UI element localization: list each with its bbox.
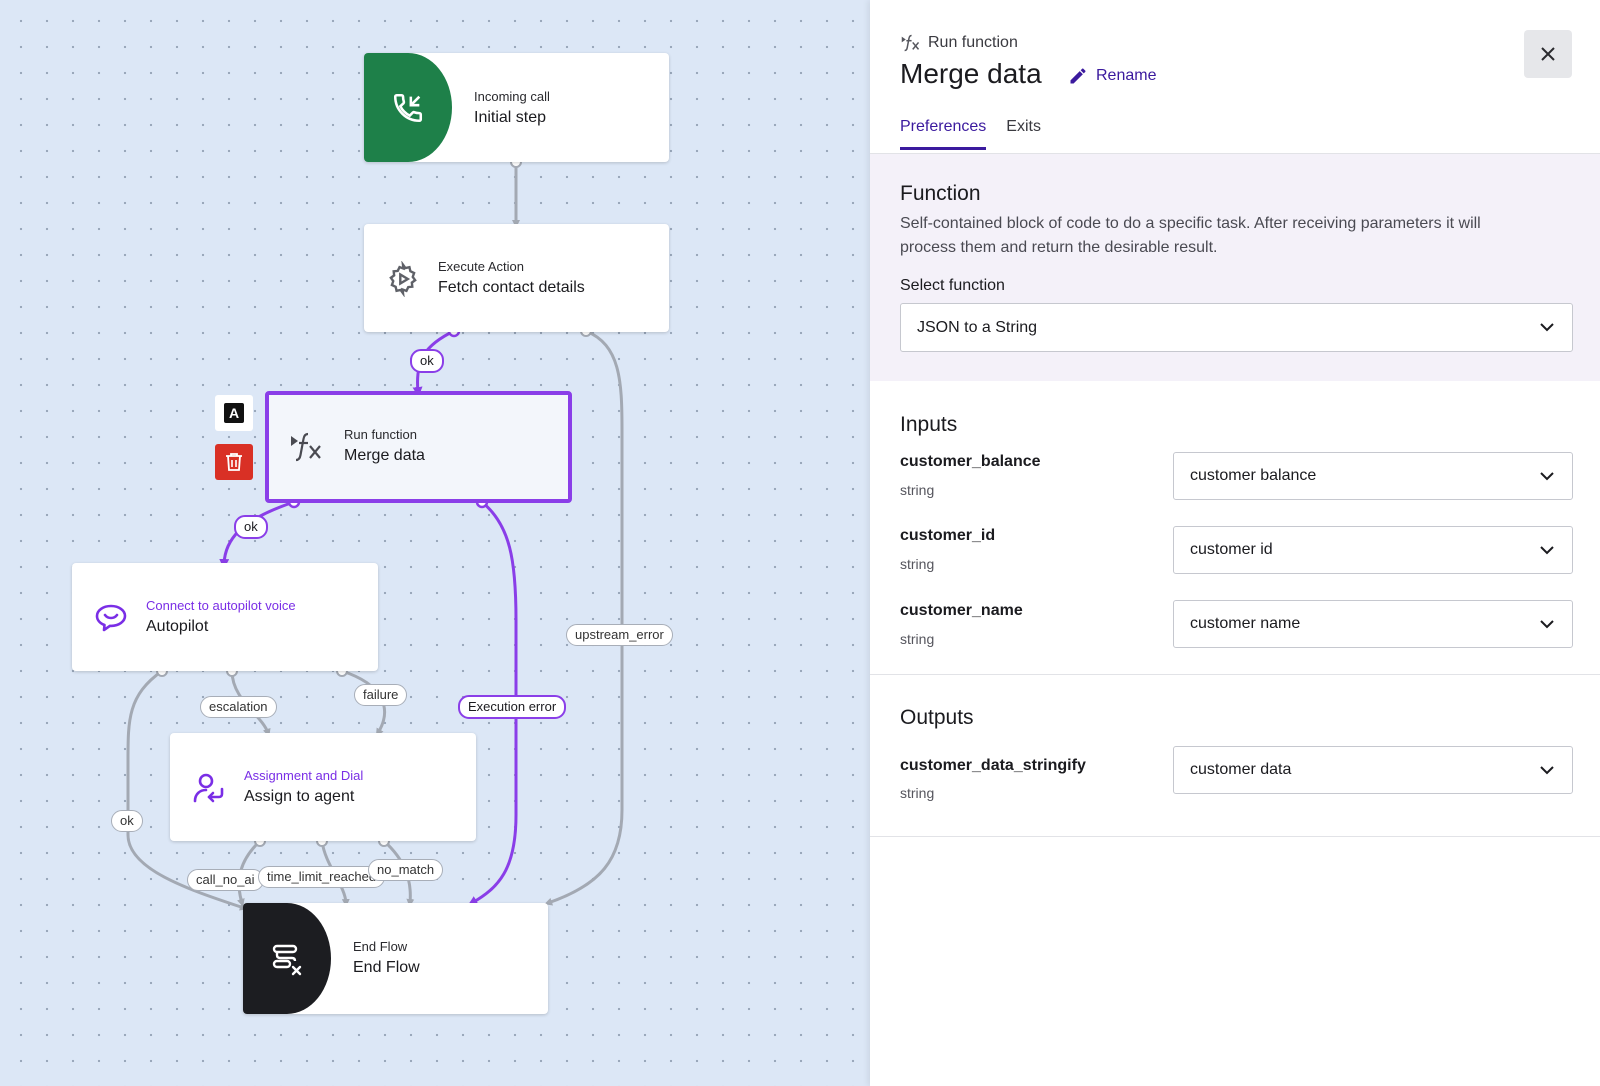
edge-upstream-error xyxy=(544,329,624,906)
input-name: customer_balance xyxy=(900,453,1041,470)
output-select-value: customer data xyxy=(1190,761,1292,778)
input-name: customer_name xyxy=(900,602,1023,619)
edge-execution-error xyxy=(467,500,518,906)
node-title: Assign to agent xyxy=(244,788,355,805)
section-divider xyxy=(870,836,1600,837)
rename-button[interactable]: Rename xyxy=(1068,66,1156,86)
node-type-label: Incoming call xyxy=(474,89,550,104)
node-start-cap xyxy=(364,53,452,162)
node-type-label: Run function xyxy=(344,427,417,442)
rename-label: Rename xyxy=(1096,67,1157,84)
autopilot-chat-icon xyxy=(92,599,130,637)
gear-play-icon xyxy=(384,260,422,298)
node-incoming-call[interactable]: Incoming call Initial step xyxy=(364,53,669,162)
node-title: Autopilot xyxy=(146,618,209,635)
output-select[interactable]: customer data xyxy=(1173,746,1573,794)
edge-label-ok[interactable]: ok xyxy=(111,810,143,832)
function-select-value: JSON to a String xyxy=(917,318,1038,336)
chevron-down-icon xyxy=(1540,619,1554,628)
function-heading: Function xyxy=(900,182,981,205)
node-badge-button[interactable]: A xyxy=(215,395,253,431)
pencil-icon xyxy=(1070,68,1086,84)
input-select[interactable]: customer name xyxy=(1173,600,1573,648)
function-fx-icon xyxy=(901,34,920,52)
edge-label-ok[interactable]: ok xyxy=(234,515,268,539)
node-type-label: Assignment and Dial xyxy=(244,768,364,783)
output-name: customer_data_stringify xyxy=(900,757,1086,774)
function-select[interactable]: JSON to a String xyxy=(900,303,1573,352)
outputs-heading: Outputs xyxy=(900,706,974,729)
input-select[interactable]: customer id xyxy=(1173,526,1573,574)
delete-node-button[interactable] xyxy=(215,444,253,480)
edge-label-time-limit[interactable]: time_limit_reached xyxy=(258,866,386,888)
output-type: string xyxy=(900,785,935,801)
edge-label-call-no-answer[interactable]: call_no_ai xyxy=(187,869,264,891)
letter-badge: A xyxy=(224,403,244,423)
input-select-value: customer id xyxy=(1190,541,1273,558)
node-end-cap xyxy=(243,903,331,1014)
close-icon xyxy=(1541,47,1555,61)
flow-canvas[interactable]: Incoming call Initial step Execute Actio… xyxy=(0,0,870,1086)
node-title: Merge data xyxy=(344,447,425,464)
inputs-heading: Inputs xyxy=(900,413,958,436)
tab-preferences[interactable]: Preferences xyxy=(900,118,987,150)
panel-type: Run function xyxy=(900,32,1018,54)
input-type: string xyxy=(900,631,935,647)
edge-label-upstream-error[interactable]: upstream_error xyxy=(566,624,673,646)
close-panel-button[interactable] xyxy=(1524,30,1572,78)
edge-label-execution-error[interactable]: Execution error xyxy=(458,695,567,719)
panel-type-label: Run function xyxy=(928,34,1018,51)
end-flow-icon xyxy=(272,944,302,975)
chevron-down-icon xyxy=(1540,765,1554,774)
input-name: customer_id xyxy=(900,527,996,544)
panel-title: Merge data xyxy=(900,58,1042,89)
agent-assign-icon xyxy=(190,769,228,807)
panel-tabs: Preferences Exits xyxy=(900,118,1041,150)
input-select[interactable]: customer balance xyxy=(1173,452,1573,500)
node-title: End Flow xyxy=(353,959,420,976)
input-select-value: customer name xyxy=(1190,615,1301,632)
node-execute-action[interactable]: Execute Action Fetch contact details xyxy=(364,224,669,332)
function-description: Self-contained block of code to do a spe… xyxy=(900,215,1481,256)
node-title: Initial step xyxy=(474,109,547,126)
function-fx-icon xyxy=(287,427,327,467)
edge-label-failure[interactable]: failure xyxy=(354,684,408,706)
node-end-flow[interactable]: End Flow End Flow xyxy=(243,903,548,1014)
node-type-label: Connect to autopilot voice xyxy=(146,598,296,613)
node-run-function[interactable]: Run function Merge data xyxy=(265,391,572,503)
node-autopilot[interactable]: Connect to autopilot voice Autopilot xyxy=(72,563,378,671)
edge-autopilot-ok xyxy=(126,669,248,911)
input-type: string xyxy=(900,482,935,498)
phone-incoming-icon xyxy=(393,93,423,122)
node-type-label: End Flow xyxy=(353,939,408,954)
node-type-label: Execute Action xyxy=(438,259,524,274)
chevron-down-icon xyxy=(1540,545,1554,554)
properties-panel: Run function Merge data Rename Preferenc… xyxy=(870,0,1600,1086)
chevron-down-icon xyxy=(1540,323,1554,332)
input-type: string xyxy=(900,556,935,572)
edge-label-escalation[interactable]: escalation xyxy=(200,696,277,718)
trash-icon xyxy=(226,453,242,471)
section-divider xyxy=(870,674,1600,675)
node-assign-agent[interactable]: Assignment and Dial Assign to agent xyxy=(170,733,476,841)
input-select-value: customer balance xyxy=(1190,467,1317,484)
chevron-down-icon xyxy=(1540,471,1554,480)
tab-divider xyxy=(870,153,1600,154)
node-title: Fetch contact details xyxy=(438,279,585,296)
tab-exits[interactable]: Exits xyxy=(1006,118,1041,135)
edge-label-ok[interactable]: ok xyxy=(410,349,444,373)
select-function-label: Select function xyxy=(900,277,1005,294)
edge-label-no-match[interactable]: no_match xyxy=(368,859,444,881)
